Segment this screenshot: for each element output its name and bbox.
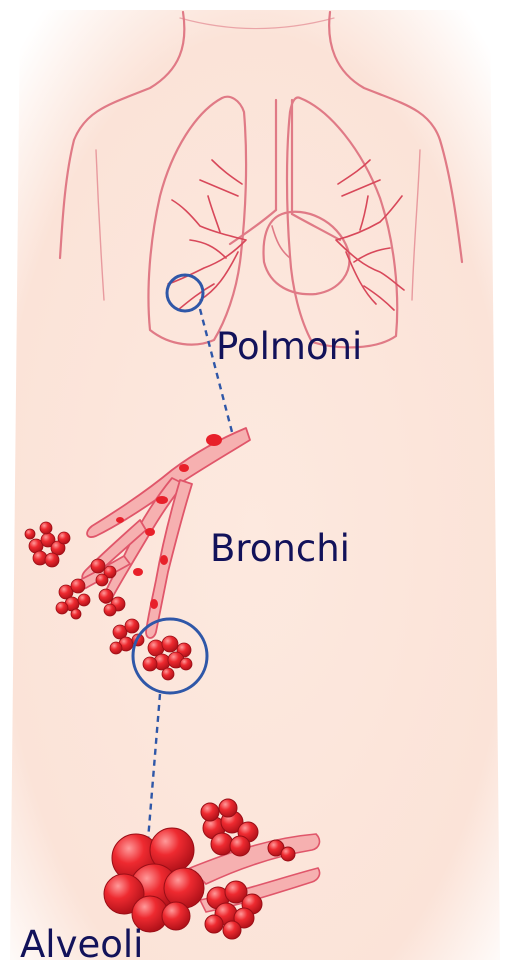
- label-bronchi: Bronchi: [210, 530, 350, 567]
- body-wash: [10, 10, 500, 960]
- label-lungs: Polmoni: [216, 328, 362, 365]
- label-alveoli: Alveoli: [20, 926, 143, 963]
